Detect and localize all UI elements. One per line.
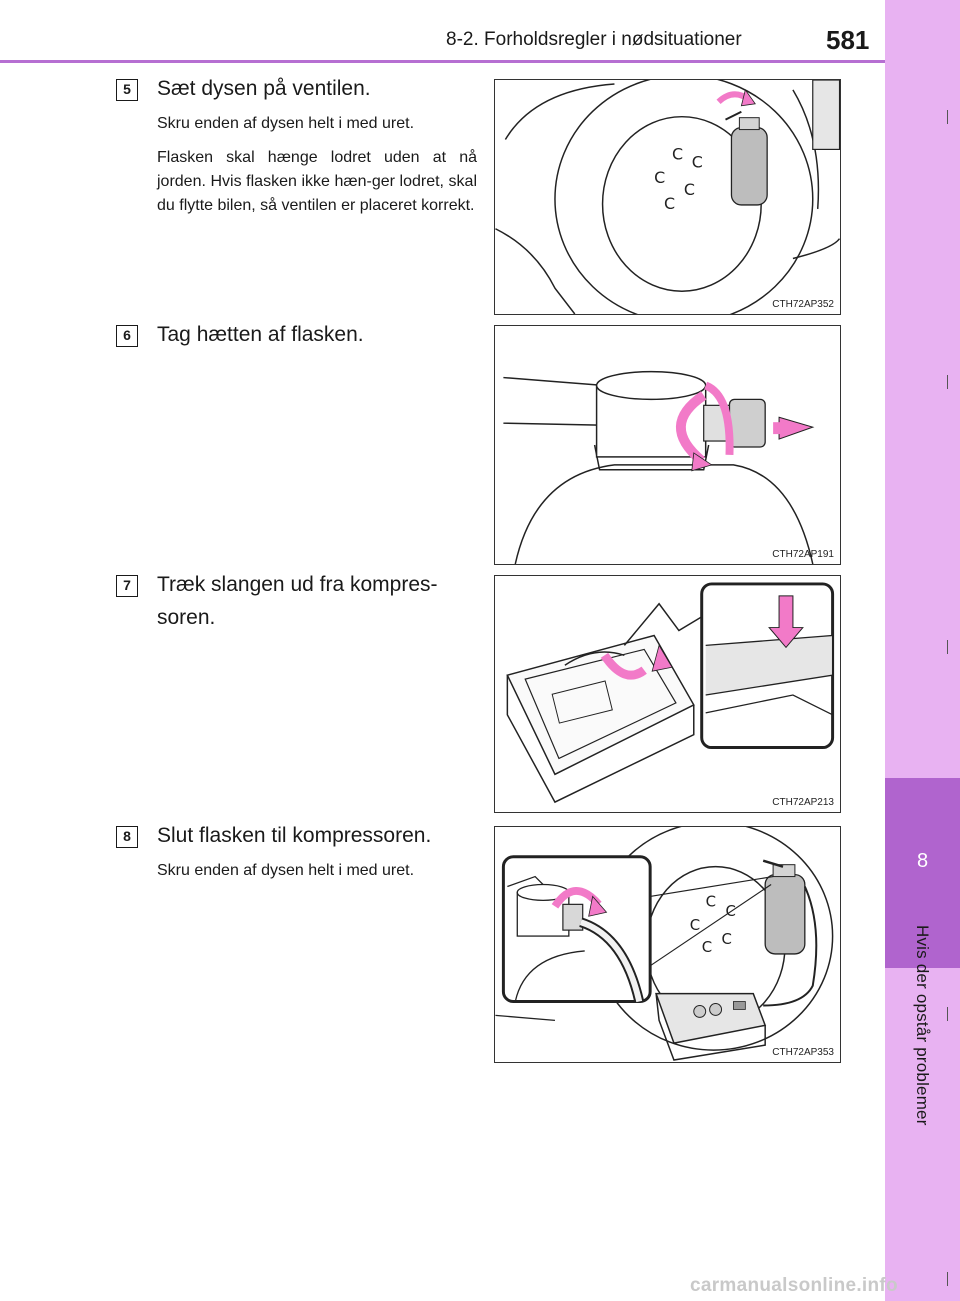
step-number: 5 bbox=[116, 79, 138, 101]
compressor-hose-illustration bbox=[506, 582, 835, 804]
svg-text:C: C bbox=[664, 194, 675, 213]
step-paragraph: Flasken skal hænge lodret uden at nå jor… bbox=[157, 149, 477, 214]
wheel-bottle-illustration: C C C C C bbox=[495, 80, 840, 314]
figure-code: CTH72AP352 bbox=[772, 299, 834, 310]
chapter-marker bbox=[885, 778, 960, 968]
chapter-title: Hvis der opstår problemer bbox=[913, 925, 932, 1126]
step-body: Skru enden af dysen helt i med uret. bbox=[157, 859, 477, 893]
margin-tick bbox=[947, 1007, 948, 1021]
watermark: carmanualsonline.info bbox=[690, 1275, 898, 1296]
step-paragraph: Skru enden af dysen helt i med uret. bbox=[157, 115, 415, 132]
margin-tick bbox=[947, 375, 948, 389]
figure-nozzle-on-valve: C C C C C CTH72AP352 bbox=[494, 79, 841, 315]
step-title: Tag hætten af flasken. bbox=[157, 323, 364, 346]
figure-connect-bottle: C C C C C CTH72AP353 bbox=[494, 826, 841, 1063]
figure-code: CTH72AP353 bbox=[772, 1047, 834, 1058]
svg-text:C: C bbox=[690, 916, 700, 934]
figure-code: CTH72AP191 bbox=[772, 549, 834, 560]
figure-code: CTH72AP213 bbox=[772, 797, 834, 808]
svg-text:C: C bbox=[692, 152, 703, 171]
svg-text:C: C bbox=[706, 892, 716, 910]
margin-tick bbox=[947, 640, 948, 654]
bottle-compressor-illustration: C C C C C bbox=[495, 827, 834, 1061]
step-title: Sæt dysen på ventilen. bbox=[157, 77, 371, 100]
step-title: Slut flasken til kompressoren. bbox=[157, 824, 432, 847]
svg-text:C: C bbox=[722, 930, 732, 948]
step-number: 6 bbox=[116, 325, 138, 347]
page-number: 581 bbox=[826, 25, 870, 55]
chapter-number: 8 bbox=[916, 850, 929, 872]
margin-tick bbox=[947, 110, 948, 124]
margin-tick bbox=[947, 1272, 948, 1286]
step-number: 8 bbox=[116, 826, 138, 848]
step-number: 7 bbox=[116, 575, 138, 597]
step-title: Træk slangen ud fra kompres-soren. bbox=[157, 573, 438, 629]
section-title: 8-2. Forholdsregler i nødsituationer bbox=[446, 29, 742, 50]
step-body: Skru enden af dysen helt i med uret. Fla… bbox=[157, 112, 477, 228]
step-paragraph: Skru enden af dysen helt i med uret. bbox=[157, 862, 415, 879]
figure-pull-hose: CTH72AP213 bbox=[494, 575, 841, 813]
figure-remove-cap: CTH72AP191 bbox=[494, 325, 841, 565]
svg-text:C: C bbox=[654, 168, 665, 187]
header-rule bbox=[0, 60, 885, 63]
svg-text:C: C bbox=[672, 144, 683, 163]
svg-text:C: C bbox=[684, 180, 695, 199]
svg-text:C: C bbox=[702, 938, 712, 956]
bottle-cap-illustration bbox=[503, 370, 815, 564]
